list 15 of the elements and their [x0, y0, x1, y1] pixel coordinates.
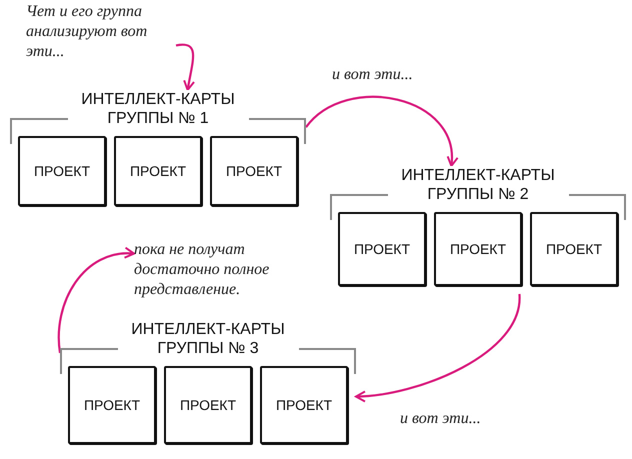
project-card: ПРОЕКТ [114, 136, 202, 206]
handwritten-note: Чет и его группа анализируют вот эти... [26, 2, 176, 62]
project-card: ПРОЕКТ [260, 366, 348, 444]
handwritten-note: пока не получат достаточно полное представление. [134, 240, 312, 300]
curved-arrow [58, 248, 135, 354]
project-card: ПРОЕКТ [530, 212, 618, 286]
project-card: ПРОЕКТ [210, 136, 298, 206]
project-card: ПРОЕКТ [164, 366, 252, 444]
curved-arrow [305, 96, 458, 167]
curved-arrow [176, 44, 196, 91]
project-card: ПРОЕКТ [18, 136, 106, 206]
project-card: ПРОЕКТ [338, 212, 426, 286]
project-card: ПРОЕКТ [434, 212, 522, 286]
curved-arrow [355, 294, 521, 402]
project-card: ПРОЕКТ [68, 366, 156, 444]
